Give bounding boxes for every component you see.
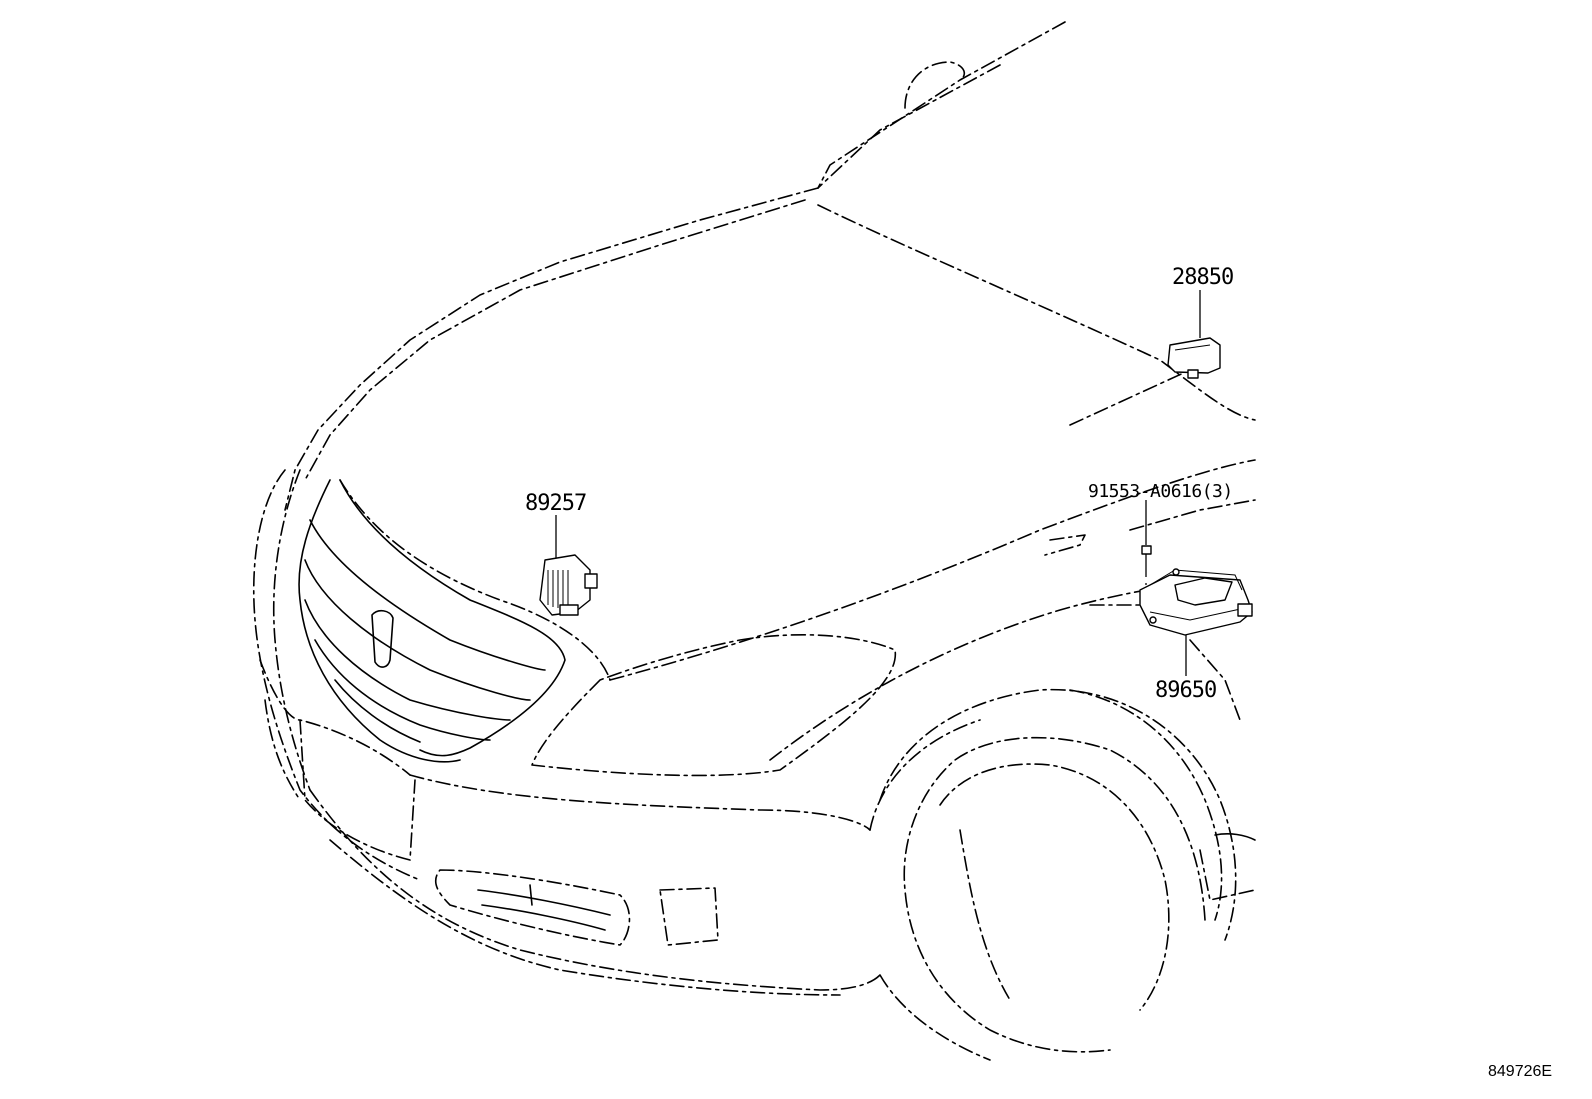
part-label-89257: 89257 — [525, 491, 586, 516]
part-89257-bracket — [539, 515, 598, 616]
bolt-91553 — [1141, 500, 1152, 585]
car-body-outline — [252, 21, 1256, 1061]
part-89650-ecu — [1139, 568, 1253, 676]
part-label-89650: 89650 — [1155, 678, 1216, 703]
part-label-91553: 91553-A0616(3) — [1088, 481, 1233, 502]
figure-id: 849726E — [1488, 1063, 1552, 1080]
part-28850-sensor — [1167, 290, 1221, 379]
part-label-28850: 28850 — [1172, 265, 1233, 290]
